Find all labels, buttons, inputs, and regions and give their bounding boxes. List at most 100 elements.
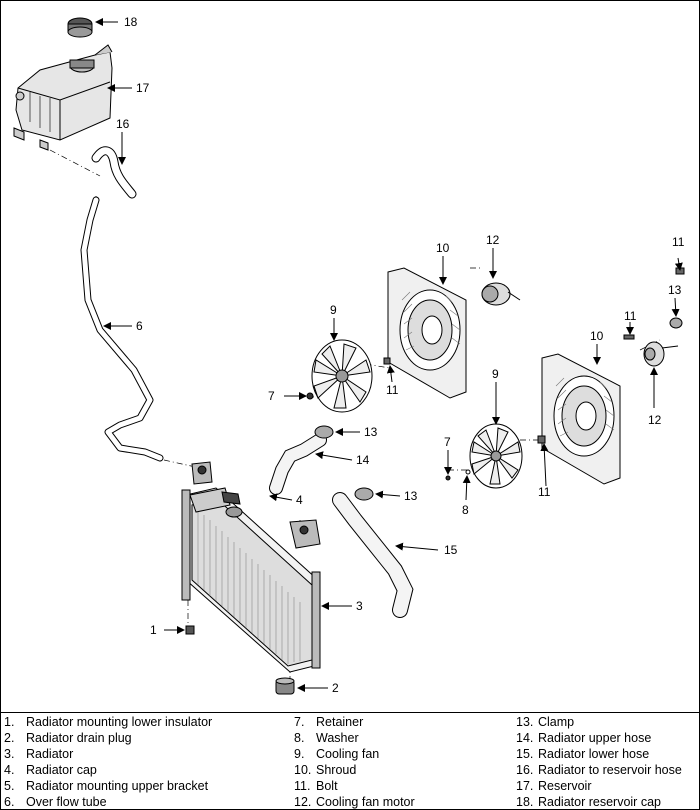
- callout-4: 4: [296, 493, 303, 507]
- legend-num: 9.: [294, 747, 305, 761]
- legend-num: 15.: [516, 747, 534, 761]
- callout-11-lower: 11: [538, 485, 551, 499]
- legend-item: 18. Radiator reservoir cap: [516, 794, 682, 810]
- legend-item: 9. Cooling fan: [294, 746, 415, 762]
- legend-label: Clamp: [538, 715, 575, 729]
- callout-12-lower: 12: [648, 413, 662, 427]
- legend-num: 13.: [516, 715, 534, 729]
- callout-11-motor: 11: [624, 309, 637, 323]
- callout-13-lower-hose: 13: [404, 489, 418, 503]
- callout-11-upper-left: 11: [386, 383, 399, 397]
- lower-insulator-part: [185, 625, 195, 635]
- legend-label: Radiator reservoir cap: [538, 795, 661, 809]
- washer-part: [465, 469, 471, 475]
- retainer-part: [306, 392, 451, 481]
- radiator-cap-part: [221, 491, 243, 518]
- legend-divider: [0, 712, 700, 713]
- legend-label: Radiator mounting lower insulator: [26, 715, 213, 729]
- clamp-part: [314, 317, 683, 501]
- over-flow-tube-part: [80, 196, 164, 462]
- legend-num: 7.: [294, 715, 305, 729]
- legend-num: 18.: [516, 795, 534, 809]
- legend-label: Radiator cap: [26, 763, 97, 777]
- callout-11-upper-right: 11: [672, 235, 685, 249]
- legend-num: 12.: [294, 795, 312, 809]
- callout-leaders: [95, 18, 683, 692]
- legend-label: Retainer: [316, 715, 364, 729]
- legend-item: 3. Radiator: [4, 746, 212, 762]
- legend-label: Reservoir: [538, 779, 592, 793]
- legend-item: 7. Retainer: [294, 714, 415, 730]
- callout-3: 3: [356, 599, 363, 613]
- callout-9-upper: 9: [330, 303, 337, 317]
- parts-legend: 1. Radiator mounting lower insulator 2. Ra…: [0, 714, 700, 810]
- legend-num: 11.: [294, 779, 311, 793]
- callout-13-upper-right: 13: [668, 283, 682, 297]
- legend-label: Over flow tube: [26, 795, 107, 809]
- legend-num: 5.: [4, 779, 15, 793]
- callout-7-lower: 7: [444, 435, 451, 449]
- callout-12-upper: 12: [486, 233, 500, 247]
- callout-9-lower: 9: [492, 367, 499, 381]
- legend-item: 15. Radiator lower hose: [516, 746, 682, 762]
- legend-label: Cooling fan motor: [316, 795, 415, 809]
- cooling-fan-part: [311, 339, 373, 413]
- legend-item: 8. Washer: [294, 730, 415, 746]
- legend-label: Radiator lower hose: [538, 747, 650, 761]
- legend-label: Radiator to reservoir hose: [538, 763, 682, 777]
- legend-label: Shroud: [316, 763, 357, 777]
- callout-1: 1: [150, 623, 157, 637]
- legend-num: 4.: [4, 763, 15, 777]
- legend-item: 14.Radiator upper hose: [516, 730, 682, 746]
- callout-17: 17: [136, 81, 150, 95]
- callout-18: 18: [124, 15, 138, 29]
- legend-item: 4. Radiator cap: [4, 762, 212, 778]
- legend-label: Radiator drain plug: [26, 731, 132, 745]
- legend-num: 16.: [516, 763, 534, 777]
- legend-label: Radiator mounting upper bracket: [26, 779, 209, 793]
- legend-column-1: 1. Radiator mounting lower insulator 2. Ra…: [4, 714, 212, 810]
- legend-item: 16. Radiator to reservoir hose: [516, 762, 682, 778]
- callout-16: 16: [116, 117, 130, 131]
- callout-14: 14: [356, 453, 370, 467]
- legend-item: 6. Over flow tube: [4, 794, 212, 810]
- legend-item: 17. Reservoir: [516, 778, 682, 794]
- legend-num: 6.: [4, 795, 15, 809]
- legend-item: 11. Bolt: [294, 778, 415, 794]
- callout-6: 6: [136, 319, 143, 333]
- reservoir-cap-part: [67, 17, 93, 38]
- legend-label: Bolt: [316, 779, 338, 793]
- legend-num: 1.: [4, 715, 15, 729]
- callout-7-upper: 7: [268, 389, 275, 403]
- legend-item: 10. Shroud: [294, 762, 415, 778]
- cooling-fan-part-2: [469, 423, 523, 489]
- legend-num: 17.: [516, 779, 534, 793]
- drain-plug-part: [275, 677, 295, 695]
- legend-column-2: 7. Retainer 8. Washer 9. Cooling fan 10. Shr…: [294, 714, 415, 810]
- legend-label: Cooling fan: [316, 747, 380, 761]
- callout-13-upper-hose: 13: [364, 425, 378, 439]
- upper-bracket-part: [191, 461, 321, 549]
- legend-label: Radiator upper hose: [538, 731, 652, 745]
- legend-num: 10.: [294, 763, 312, 777]
- callout-15: 15: [444, 543, 458, 557]
- shroud-part: [387, 267, 467, 399]
- shroud-part-2: [541, 353, 621, 485]
- callout-2: 2: [332, 681, 339, 695]
- legend-label: Washer: [316, 731, 359, 745]
- legend-label: Radiator: [26, 747, 74, 761]
- legend-item: 12. Cooling fan motor: [294, 794, 415, 810]
- legend-num: 8.: [294, 731, 305, 745]
- callout-8: 8: [462, 503, 469, 517]
- legend-num: 2.: [4, 731, 15, 745]
- legend-num: 3.: [4, 747, 15, 761]
- legend-item: 2. Radiator drain plug: [4, 730, 212, 746]
- legend-item: 13. Clamp: [516, 714, 682, 730]
- cooling-fan-motor-part: [481, 282, 679, 367]
- exploded-view-diagram: 18 17 16 6 10 12 11 13 9 11 7 13 14 10 1…: [13, 15, 685, 695]
- callout-10-lower: 10: [590, 329, 604, 343]
- callout-10-upper: 10: [436, 241, 450, 255]
- radiator-part: [181, 487, 321, 673]
- legend-column-3: 13. Clamp 14.Radiator upper hose 15. Radia…: [516, 714, 682, 810]
- reservoir-part: [13, 44, 113, 151]
